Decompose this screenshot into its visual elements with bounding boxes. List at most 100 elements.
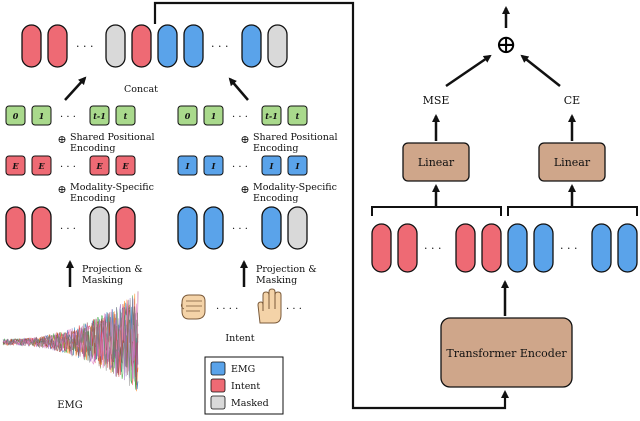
modality-token-label: I [211,161,216,171]
plus-symbol: ⊕ [57,133,66,146]
modality-token [287,155,308,176]
modality-token [89,155,110,176]
positional-token-label: 0 [185,111,191,121]
emg-token [617,223,638,273]
emg-token [177,206,198,250]
modality-token [261,155,282,176]
plus-symbol: ⊕ [240,133,249,146]
linear-left-label: Linear [418,156,455,169]
mse-label: MSE [423,94,450,107]
intent-token [397,223,418,273]
emg-token [241,24,262,68]
concat-arrow-left [64,76,87,101]
projection-masking-label: Projection & [256,264,317,275]
plus-symbol: ⊕ [240,183,249,196]
ce-to-combine-arrow [520,54,561,87]
modality-specific-label: Encoding [70,193,115,204]
legend-label: Masked [231,398,269,409]
intent-token [131,24,152,68]
emg-channel-trace [2,299,139,386]
intent-token [5,206,26,250]
plus-symbol: ⊕ [57,183,66,196]
connector-line [153,1,509,410]
modality-token [203,155,224,176]
intent-token [31,206,52,250]
emg-waveform [2,291,139,392]
legend-swatch-masked [210,395,226,410]
legend-label: EMG [231,364,255,375]
modality-specific-label: Modality-Specific [70,182,154,193]
encoded-token-row: · · · · · · [371,223,638,273]
positional-token [5,105,26,126]
modality-token-label: I [185,161,190,171]
positional-token-label: 1 [211,111,217,121]
transformer-encoder-box [440,317,573,388]
legend-swatch-intent [210,378,226,393]
emg-modality-row: E E · · · E E [5,155,136,176]
legend: EMG Intent Masked [204,356,284,415]
ellipsis: · · · · [216,304,238,315]
emg-channel-trace [2,292,139,385]
loss-combine-icon: ⊕ [495,30,517,60]
positional-token [177,105,198,126]
ellipsis: · · · [232,162,248,173]
emg-token [533,223,554,273]
emg-signal-label: EMG [57,400,83,411]
modality-token [177,155,198,176]
linear-right-label: Linear [554,156,591,169]
shared-positional-label: Shared Positional [70,132,155,143]
positional-token [89,105,110,126]
open-hand-icon [257,288,282,324]
intent-token [481,223,502,273]
modality-token-label: E [121,161,129,171]
shared-positional-label: Shared Positional [253,132,338,143]
intent-positional-row: 0 1 · · · t-1 t [177,105,308,126]
intent-token [115,206,136,250]
ellipsis: · · · [424,242,441,255]
mse-to-combine-arrow [445,54,492,88]
modality-token-label: E [11,161,19,171]
intent-token [47,24,68,68]
positional-token-label: 1 [39,111,45,121]
emg-token [157,24,178,68]
emg-token [261,206,282,250]
ellipsis: · · · [232,112,248,123]
projection-masking-label: Masking [82,275,123,286]
modality-token [115,155,136,176]
ellipsis: · · · [60,112,76,123]
positional-token [203,105,224,126]
projection-masking-label: Masking [256,275,297,286]
modality-specific-label: Encoding [253,193,298,204]
modality-token-label: E [95,161,103,171]
modality-token-label: E [37,161,45,171]
positional-token [115,105,136,126]
masked-token [287,206,308,250]
positional-token [31,105,52,126]
ellipsis: · · · [76,40,93,53]
modality-token-label: I [295,161,300,171]
positional-token-label: t-1 [265,111,278,121]
linear-left-box [402,142,470,182]
emg-token [591,223,612,273]
intent-modality-row: I I · · · I I [177,155,308,176]
emg-positional-row: 0 1 · · · t-1 t [5,105,136,126]
intent-token [21,24,42,68]
legend-label: Intent [231,381,260,392]
intent-token [455,223,476,273]
positional-token-label: t-1 [93,111,106,121]
ellipsis: · · · [286,304,302,315]
concat-token-row: · · · · · · [21,24,288,68]
modality-token-label: I [269,161,274,171]
ellipsis: · · · [60,224,76,235]
emg-token [203,206,224,250]
projection-masking-label: Projection & [82,264,143,275]
linear-right-box [538,142,606,182]
positional-token-label: t [296,111,300,121]
modality-specific-label: Modality-Specific [253,182,337,193]
modality-token [5,155,26,176]
positional-token [287,105,308,126]
fist-hand-icon [180,294,206,320]
modality-token [31,155,52,176]
